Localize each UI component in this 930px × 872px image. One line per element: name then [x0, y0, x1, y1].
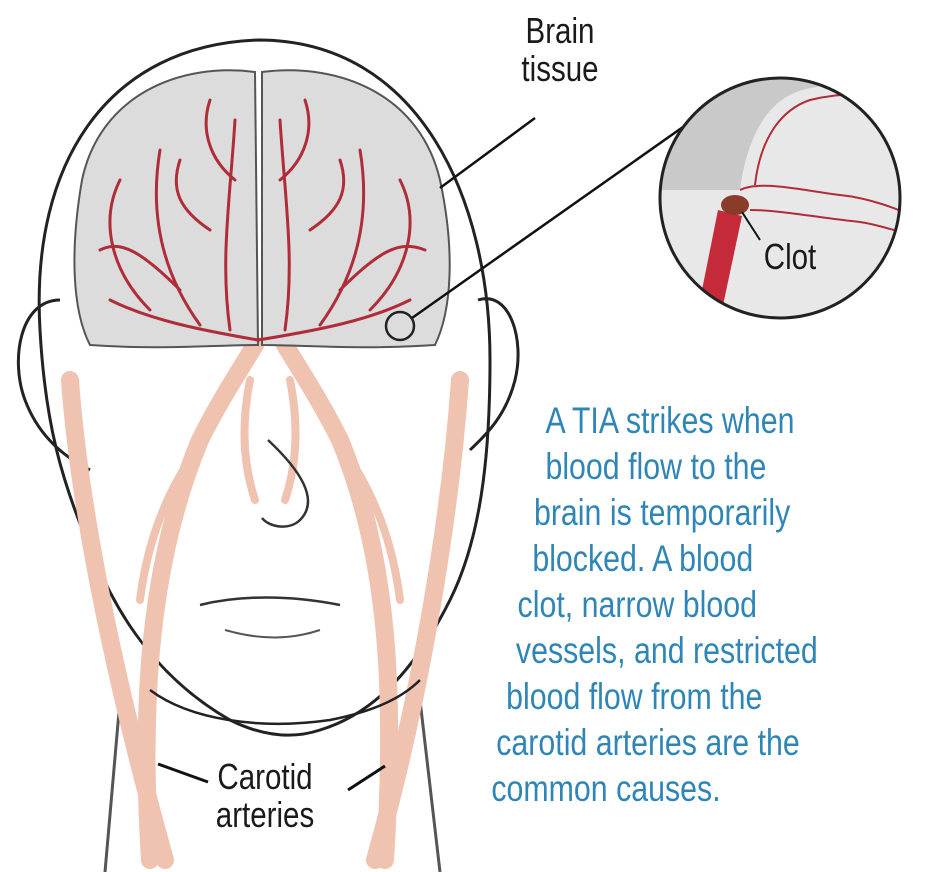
right-hemisphere [262, 70, 450, 347]
caption-line-3: brain is temporarily [470, 490, 839, 536]
carotid-leader-left [158, 764, 208, 782]
carotid-arteries-label-line1: Carotid [204, 758, 327, 796]
clot-callout [660, 60, 910, 318]
caption-line-1: A TIA strikes when [470, 398, 839, 444]
carotid-arteries-label: Carotid arteries [204, 758, 327, 834]
caption-line-4: blocked. A blood [470, 536, 839, 582]
brain-tissue-label-line1: Brain [511, 12, 609, 50]
caption-line-7: blood flow from the [470, 674, 839, 720]
carotid-arteries-label-line2: arteries [204, 796, 327, 834]
caption-line-9: common causes. [470, 766, 839, 812]
clot [721, 195, 749, 215]
tia-caption: A TIA strikes when blood flow to the bra… [470, 398, 920, 812]
caption-line-8: carotid arteries are the [470, 720, 839, 766]
caption-line-5: clot, narrow blood [470, 582, 839, 628]
brain-tissue-label: Brain tissue [511, 12, 609, 88]
caption-line-6: vessels, and restricted [470, 628, 839, 674]
brain-tissue-leader [440, 118, 535, 188]
caption-line-2: blood flow to the [470, 444, 839, 490]
brain-tissue-label-line2: tissue [511, 50, 609, 88]
clot-label: Clot [753, 238, 827, 276]
